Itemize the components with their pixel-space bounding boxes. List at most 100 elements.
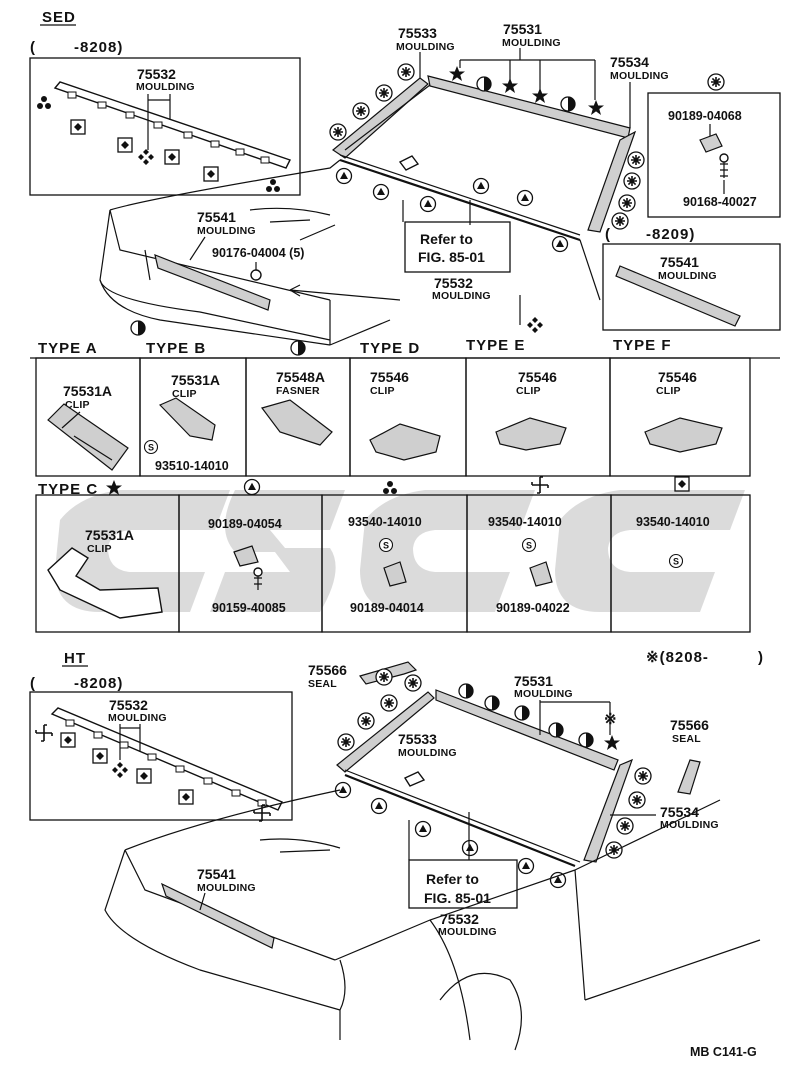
type-a-num: 75531A [63, 383, 112, 399]
type-b-name: CLIP [172, 388, 197, 400]
star-symbol-icon [604, 735, 620, 750]
sed-75531-num: 75531 [503, 21, 542, 37]
ht-75566a-num: 75566 [308, 662, 347, 678]
circled-s-icon [668, 553, 684, 569]
ht-refer-line2: FIG. 85-01 [424, 890, 491, 906]
ht-75531-num: 75531 [514, 673, 553, 689]
square-diamond-symbol-icon [136, 768, 152, 784]
wheel-symbol-icon [357, 712, 375, 730]
sed-75534-name: MOULDING [610, 70, 669, 82]
sed-refer-line2: FIG. 85-01 [418, 249, 485, 265]
wheel-symbol-icon [375, 84, 393, 102]
triangle-symbol-icon [551, 235, 569, 253]
sed-inset-75532 [29, 57, 301, 196]
wheel-symbol-icon [605, 841, 623, 859]
sed-range: -8208) [74, 39, 123, 56]
sed-90176-num: 90176-04004 (5) [212, 246, 304, 260]
sed-75532-name: MOULDING [432, 290, 491, 302]
four-diamond-symbol-icon [527, 317, 543, 333]
type-c-name: CLIP [87, 543, 112, 555]
ht-75566b-num: 75566 [670, 717, 709, 733]
ht-title: HT [64, 650, 86, 667]
half-moon-symbol-icon [548, 722, 564, 738]
wheel-symbol-icon [404, 674, 422, 692]
ht-75532-inset-name: MOULDING [108, 712, 167, 724]
ht-range: -8208) [74, 675, 123, 692]
sed-refer-box [404, 221, 511, 273]
wheel-symbol-icon [611, 212, 629, 230]
sed-90189-num: 90189-04068 [668, 109, 742, 123]
type-b2-name: FASNER [276, 385, 320, 397]
sed-90168-num: 90168-40027 [683, 195, 757, 209]
sed-75533-num: 75533 [398, 25, 437, 41]
wheel-symbol-icon [375, 668, 393, 686]
sed-75533-name: MOULDING [396, 41, 455, 53]
pinwheel-symbol-icon [35, 724, 53, 742]
triangle-symbol-icon [516, 189, 534, 207]
wheel-symbol-icon [707, 73, 725, 91]
sed-75534-num: 75534 [610, 54, 649, 70]
type-c3-num: 93540-14010 [348, 515, 422, 529]
four-diamond-symbol-icon [138, 149, 154, 165]
wheel-symbol-icon [634, 767, 652, 785]
type-c3-num2: 90189-04014 [350, 601, 424, 615]
circled-s-icon [378, 537, 394, 553]
ht-section: HT ( -8208) ※(8208- ) 75532 MOULDING 755… [29, 649, 764, 1051]
square-diamond-symbol-icon [60, 732, 76, 748]
sed-range-open: ( [30, 39, 36, 56]
four-diamond-symbol-icon [112, 762, 128, 778]
ht-refer-line1: Refer to [426, 871, 479, 887]
type-e-num: 75546 [518, 369, 557, 385]
triangle-symbol-icon [370, 797, 388, 815]
half-moon-symbol-icon [476, 76, 492, 92]
type-f-num: 75546 [658, 369, 697, 385]
sed-inset-75541 [602, 243, 781, 331]
wheel-symbol-icon [337, 733, 355, 751]
type-c-title: TYPE C [38, 481, 98, 498]
ht-75541-name: MOULDING [197, 882, 256, 894]
sed-75531-name: MOULDING [502, 37, 561, 49]
type-b-title: TYPE B [146, 340, 206, 357]
square-diamond-symbol-icon [178, 789, 194, 805]
type-c4-num2: 90189-04022 [496, 601, 570, 615]
wheel-symbol-icon [352, 102, 370, 120]
wheel-symbol-icon [616, 817, 634, 835]
type-b2-num: 75548A [276, 369, 325, 385]
sed-range-right: -8209) [646, 226, 695, 243]
type-c5-num: 93540-14010 [636, 515, 710, 529]
sed-75532-inset-num: 75532 [137, 66, 176, 82]
triangle-symbol-icon [372, 183, 390, 201]
ht-75531-name: MOULDING [514, 688, 573, 700]
three-dot-symbol-icon [37, 96, 51, 109]
square-diamond-symbol-icon [674, 476, 690, 492]
type-b-screw: 93510-14010 [155, 459, 229, 473]
type-a-name: CLIP [65, 399, 90, 411]
wheel-symbol-icon [623, 172, 641, 190]
star-symbol-icon [502, 78, 518, 93]
ht-inset-75532 [29, 691, 293, 821]
ht-range-open: ( [30, 675, 36, 692]
type-c2-num2: 90159-40085 [212, 601, 286, 615]
type-f-name: CLIP [656, 385, 681, 397]
wheel-symbol-icon [397, 63, 415, 81]
type-row-2: TYPE C 75531A CLIP 90189-04054 90159-400… [35, 476, 751, 633]
type-c-num: 75531A [85, 527, 134, 543]
type-row-1: TYPE A TYPE B TYPE D TYPE E TYPE F 75531… [30, 337, 780, 477]
half-moon-symbol-icon [560, 96, 576, 112]
triangle-symbol-icon [419, 195, 437, 213]
triangle-symbol-icon [472, 177, 490, 195]
half-moon-symbol-icon [290, 340, 306, 356]
sed-inset-fasteners [647, 92, 781, 218]
sed-75541-inset-name: MOULDING [658, 270, 717, 282]
triangle-symbol-icon [517, 857, 535, 875]
three-dot-symbol-icon [266, 179, 280, 192]
ht-75532-inset-num: 75532 [109, 697, 148, 713]
type-c2-num: 90189-04054 [208, 517, 282, 531]
type-f-title: TYPE F [613, 337, 672, 354]
ht-note-close: ) [758, 649, 764, 666]
wheel-symbol-icon [329, 123, 347, 141]
type-e-name: CLIP [516, 385, 541, 397]
sed-75541-name: MOULDING [197, 225, 256, 237]
ht-asterisk: ※ [604, 711, 618, 728]
